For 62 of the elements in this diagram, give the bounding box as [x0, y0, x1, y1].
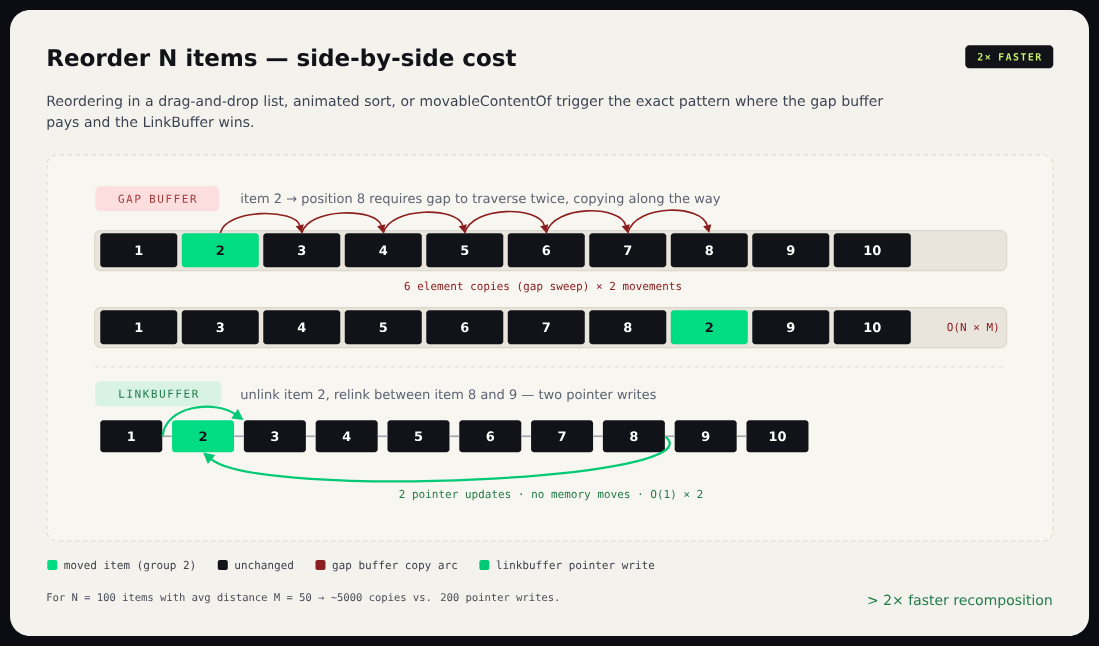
title: Reorder N items — side-by-side cost — [48, 48, 516, 71]
row-caption: unlink item 2, relink between item 8 and 9 — two pointer writes — [241, 389, 656, 402]
item-cell: 3 — [243, 420, 306, 453]
copy-arc — [545, 210, 630, 234]
item-cell: 9 — [674, 420, 737, 453]
note: 2 pointer updates · no memory moves · O(1) × 2 — [399, 489, 703, 501]
item-cell: 6 — [459, 420, 522, 453]
legend-label: unchanged — [235, 560, 293, 572]
item-cell: 1 — [100, 420, 163, 453]
item-cell: 1 — [100, 310, 178, 345]
link-line — [664, 435, 676, 438]
item-cell: 8 — [670, 233, 748, 268]
link-line — [736, 435, 747, 438]
item-cell: 9 — [752, 233, 830, 268]
item-cell: 5 — [426, 233, 504, 268]
item-cell: 7 — [507, 310, 585, 345]
item-cell: 2 — [181, 233, 259, 268]
link-line — [592, 435, 604, 438]
item-cell: 6 — [426, 310, 504, 345]
item-cell: 3 — [263, 233, 341, 268]
copy-arc — [382, 211, 467, 234]
copy-arc — [463, 210, 549, 234]
item-cell: 6 — [507, 233, 585, 268]
summary-text: > 2× faster recomposition — [868, 594, 1052, 608]
item-cell: 2 — [670, 310, 748, 345]
item-cell: 8 — [602, 420, 665, 453]
item-cell: 3 — [181, 310, 259, 345]
legend-label: moved item (group 2) — [64, 560, 194, 572]
item-cell: 8 — [589, 310, 667, 345]
item-cell: 4 — [315, 420, 378, 453]
item-cell: 4 — [263, 310, 341, 345]
legend-label: linkbuffer pointer write — [496, 560, 655, 572]
row-caption: item 2 → position 8 requires gap to traverse twice, copying along the way — [241, 193, 721, 206]
legend-label: gap buffer copy arc — [332, 560, 457, 572]
pointer-arrow — [203, 435, 670, 483]
note: 6 element copies (gap sweep) × 2 movements — [404, 281, 681, 293]
tag-pill: GAP BUFFER — [95, 186, 220, 212]
item-cell: 10 — [833, 233, 911, 268]
description: Reordering in a drag-and-drop list, animated sort, or movableContentOf trigger the exact pattern where the gap buffer pays and the LinkBuffer wins. — [47, 95, 884, 130]
complexity-label: O(N × M) — [947, 322, 998, 333]
item-cell: 2 — [172, 420, 235, 453]
link-line — [305, 435, 317, 438]
link-line — [448, 435, 460, 438]
item-cell: 7 — [531, 420, 594, 453]
tag-pill: LINKBUFFER — [95, 381, 222, 407]
item-cell: 10 — [746, 420, 809, 453]
item-cell: 1 — [100, 233, 178, 268]
copy-arc — [219, 212, 304, 234]
item-cell: 5 — [344, 310, 422, 345]
item-cell: 9 — [752, 310, 830, 345]
item-cell: 5 — [387, 420, 450, 453]
footer-note: For N = 100 items with avg distance M = 50 → ~5000 copies vs. 200 pointer writes. — [47, 593, 558, 604]
badge: 2× FASTER — [965, 45, 1054, 69]
copy-arc — [300, 212, 386, 234]
link-line — [377, 435, 388, 438]
copy-arc — [626, 209, 712, 234]
link-line — [233, 435, 245, 438]
link-line — [520, 435, 532, 438]
link-line — [161, 435, 173, 438]
item-cell: 10 — [833, 310, 911, 345]
item-cell: 4 — [344, 233, 422, 268]
item-cell: 7 — [589, 233, 667, 268]
